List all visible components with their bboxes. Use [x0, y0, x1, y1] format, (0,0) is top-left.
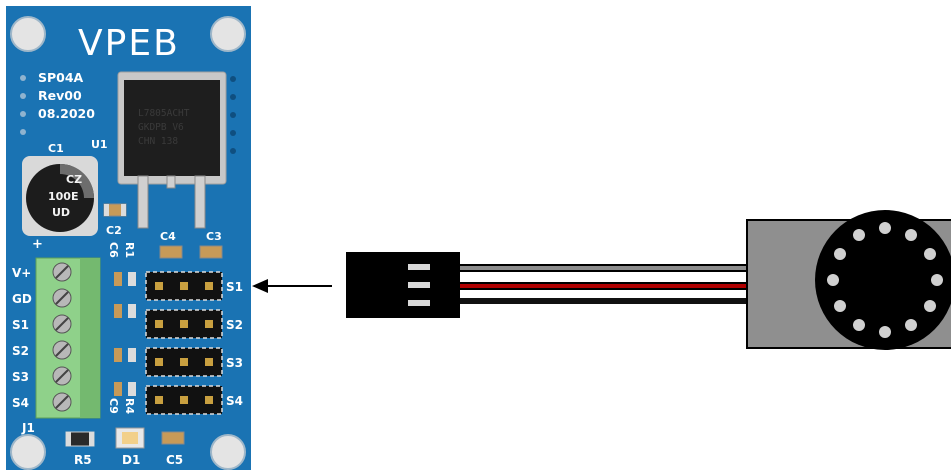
mounting-hole-top-left [10, 16, 46, 52]
board-model: SP04A [38, 70, 84, 85]
voltage-regulator-u1: L7805ACHT GKDPB V6 CHN 138 U1 [91, 71, 236, 229]
servo-horn [815, 210, 951, 350]
capacitor-marking-1: CZ [66, 173, 82, 186]
board-revision: Rev00 [38, 88, 82, 103]
horn-hole [853, 229, 865, 241]
j1-label: J1 [21, 421, 35, 435]
horn-hole [924, 300, 936, 312]
label-c4: C4 [160, 230, 176, 243]
header-label-s4: S4 [226, 394, 243, 408]
label-c9: C9 [107, 398, 120, 414]
servo-connector-plug [346, 252, 460, 318]
wire-ground [460, 298, 748, 304]
servo-horn-holes [827, 222, 943, 338]
mounting-hole-top-right [210, 16, 246, 52]
wire-power [460, 284, 748, 288]
capacitor-ref-label: C1 [48, 142, 64, 155]
header-label-s2: S2 [226, 318, 243, 332]
horn-hole [905, 319, 917, 331]
connection-arrow [252, 279, 332, 293]
regulator-marking-1: L7805ACHT [138, 108, 190, 119]
label-r4: R4 [123, 398, 136, 414]
horn-hole [879, 222, 891, 234]
horn-hole [834, 248, 846, 260]
servo-cable [460, 264, 748, 304]
pin-header-s2 [145, 309, 223, 339]
regulator-marking-3: CHN 138 [138, 136, 178, 147]
label-r5: R5 [74, 453, 92, 467]
mounting-hole-bottom-right [210, 434, 246, 470]
terminal-label-s1: S1 [12, 318, 29, 332]
horn-hole [905, 229, 917, 241]
pin-header-s3 [145, 347, 223, 377]
mounting-hole-bottom-left [10, 434, 46, 470]
label-c2: C2 [106, 224, 122, 237]
horn-hole [834, 300, 846, 312]
pin-header-s1 [145, 271, 223, 301]
horn-hole [931, 274, 943, 286]
capacitor-marking-3: UD [52, 206, 70, 219]
horn-hole [853, 319, 865, 331]
terminal-label-gd: GD [12, 292, 32, 306]
pcb-board: VPEB SP04A Rev00 08.2020 L7805ACHT GKDPB… [6, 6, 251, 470]
regulator-ref-label: U1 [91, 138, 108, 151]
servo-motor [746, 210, 951, 350]
terminal-label-vplus: V+ [12, 266, 31, 280]
smd-column [114, 272, 136, 396]
header-label-s3: S3 [226, 356, 243, 370]
pin-header-s4 [145, 385, 223, 415]
terminal-label-s4: S4 [12, 396, 29, 410]
label-c5: C5 [166, 453, 183, 467]
capacitor-plus-label: + [32, 237, 43, 252]
horn-hole [879, 326, 891, 338]
board-date: 08.2020 [38, 106, 95, 121]
label-c3: C3 [206, 230, 222, 243]
header-label-s1: S1 [226, 280, 243, 294]
terminal-label-s2: S2 [12, 344, 29, 358]
horn-hole [827, 274, 839, 286]
label-r1: R1 [123, 242, 136, 258]
terminal-block-j1: J1 [21, 257, 101, 435]
label-d1: D1 [122, 453, 140, 467]
wire-signal [460, 266, 748, 270]
capacitor-c1: CZ 100E UD C1 + [22, 142, 98, 252]
label-c6: C6 [107, 242, 120, 258]
capacitor-marking-2: 100E [48, 190, 78, 203]
terminal-label-s3: S3 [12, 370, 29, 384]
horn-hole [924, 248, 936, 260]
board-title: VPEB [78, 23, 180, 64]
regulator-marking-2: GKDPB V6 [138, 122, 184, 133]
